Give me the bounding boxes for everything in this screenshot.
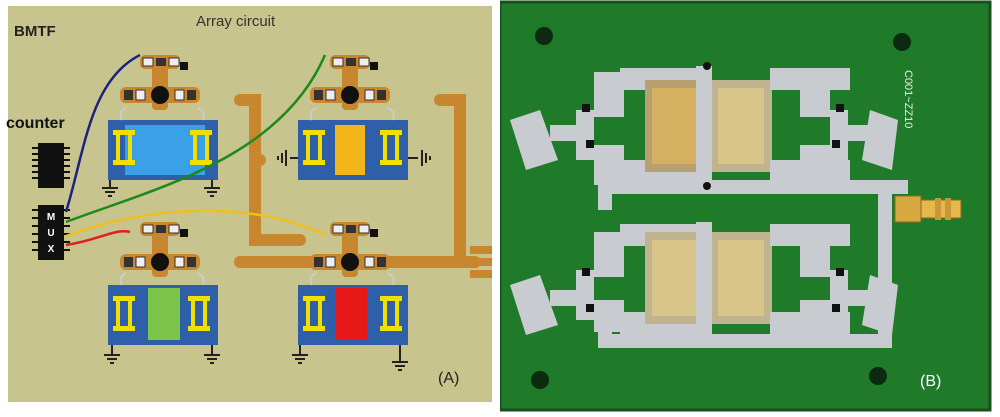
panel-a-circuit-diagram: M U X BMTF Array circuit counter (A) bbox=[0, 0, 500, 412]
mux-letter-m: M bbox=[47, 212, 55, 223]
diagram-subtitle: Array circuit bbox=[196, 13, 276, 30]
diagram-title: BMTF bbox=[14, 23, 56, 40]
array-circuit-schematic: M U X BMTF Array circuit counter (A) bbox=[0, 0, 500, 412]
output-connector bbox=[470, 250, 492, 274]
counter-label: counter bbox=[6, 115, 65, 132]
sensing-area bbox=[335, 288, 367, 340]
panel-b-pcb-photo: C001~ZZ10 (B) bbox=[500, 0, 1000, 412]
panel-b-label: (B) bbox=[920, 373, 941, 390]
sensing-area bbox=[335, 125, 365, 175]
board-silkscreen-text: C001~ZZ10 bbox=[902, 70, 914, 128]
mux-letter-x: X bbox=[48, 244, 55, 255]
panel-a-label: (A) bbox=[438, 370, 459, 387]
pcb-illustration: C001~ZZ10 (B) bbox=[500, 0, 1000, 412]
sensing-area bbox=[148, 288, 180, 340]
sma-connector bbox=[895, 196, 961, 222]
mux-letter-u: U bbox=[47, 228, 54, 239]
